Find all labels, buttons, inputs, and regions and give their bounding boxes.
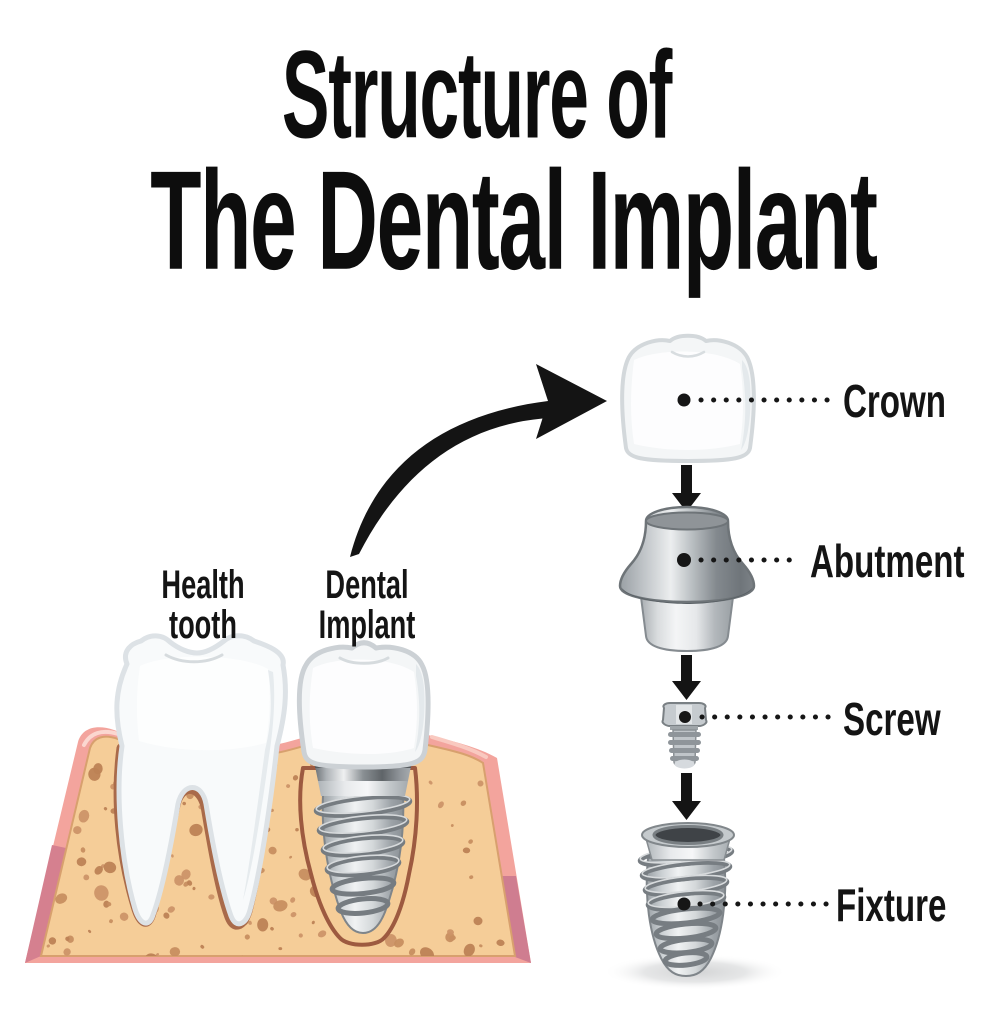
- gum-highlight-right: [430, 735, 488, 759]
- healthy-tooth-right-shade: [243, 670, 275, 900]
- implant-threads-in-gum: [313, 793, 413, 916]
- leader-dot-abutment: [677, 553, 691, 567]
- leader-dot-crown: [677, 393, 691, 407]
- screw-label: Screw: [843, 693, 941, 745]
- implant-abutment-band-top: [315, 766, 411, 781]
- healthy-tooth: [114, 633, 288, 927]
- abutment-part: [618, 505, 756, 653]
- gum-dark-wedge-left: [25, 845, 66, 963]
- healthy-tooth-top-groove: [164, 653, 224, 664]
- down-arrow-3: [672, 773, 701, 820]
- implant-in-gum: [296, 640, 431, 935]
- dental-implant-label: Dental Implant: [265, 565, 469, 645]
- page-title-line1: Structure of: [281, 26, 672, 165]
- implant-crown-sheen: [309, 659, 417, 754]
- abutment-label: Abutment: [810, 535, 965, 587]
- screw-tip: [674, 759, 695, 769]
- down-arrow-1: [672, 465, 701, 512]
- exploded-view: [603, 333, 787, 990]
- screw-thread-2: [668, 740, 701, 745]
- curved-arrow-head: [536, 364, 607, 439]
- leader-lines: [677, 393, 837, 911]
- screw-thread-1: [668, 732, 701, 737]
- screw-collar: [670, 726, 698, 730]
- abutment-cup: [639, 595, 735, 653]
- crown-label: Crown: [843, 375, 947, 427]
- crown-top-groove: [670, 350, 706, 358]
- bone-inner: [39, 734, 517, 957]
- implant-abutment-band-bottom: [318, 781, 408, 796]
- gum-bone-cross-section: [25, 633, 531, 963]
- fixture-label: Fixture: [836, 879, 947, 931]
- curved-arrow-tail: [350, 401, 549, 557]
- page-title-line2: The Dental Implant: [150, 142, 878, 300]
- screw-thread-3: [669, 748, 700, 753]
- gum-highlight-left: [82, 729, 120, 747]
- gum-dark-wedge-right: [500, 876, 531, 963]
- curved-arrow: [350, 364, 607, 557]
- fixture-collar-opening: [652, 825, 724, 845]
- healthy-tooth-label: Health tooth: [101, 565, 305, 645]
- implant-crown-right-shade: [415, 664, 425, 752]
- down-arrow-2: [672, 655, 701, 700]
- abutment-top-face: [645, 511, 729, 531]
- screw-thread-4: [670, 756, 699, 761]
- dental-implant-label-line2: Implant: [318, 603, 416, 647]
- crown-right-shade: [741, 360, 751, 450]
- leader-dot-fixture: [677, 897, 691, 911]
- dental-implant-label-line1: Dental: [325, 563, 409, 607]
- healthy-tooth-label-line1: Health: [161, 563, 245, 607]
- screw-part: [661, 702, 708, 769]
- implant-crown-top-groove: [338, 656, 390, 665]
- healthy-tooth-label-line2: tooth: [169, 603, 237, 647]
- leader-dot-screw: [679, 711, 691, 723]
- fixture-part: [603, 822, 787, 990]
- healthy-tooth-inner-sheen: [136, 656, 270, 751]
